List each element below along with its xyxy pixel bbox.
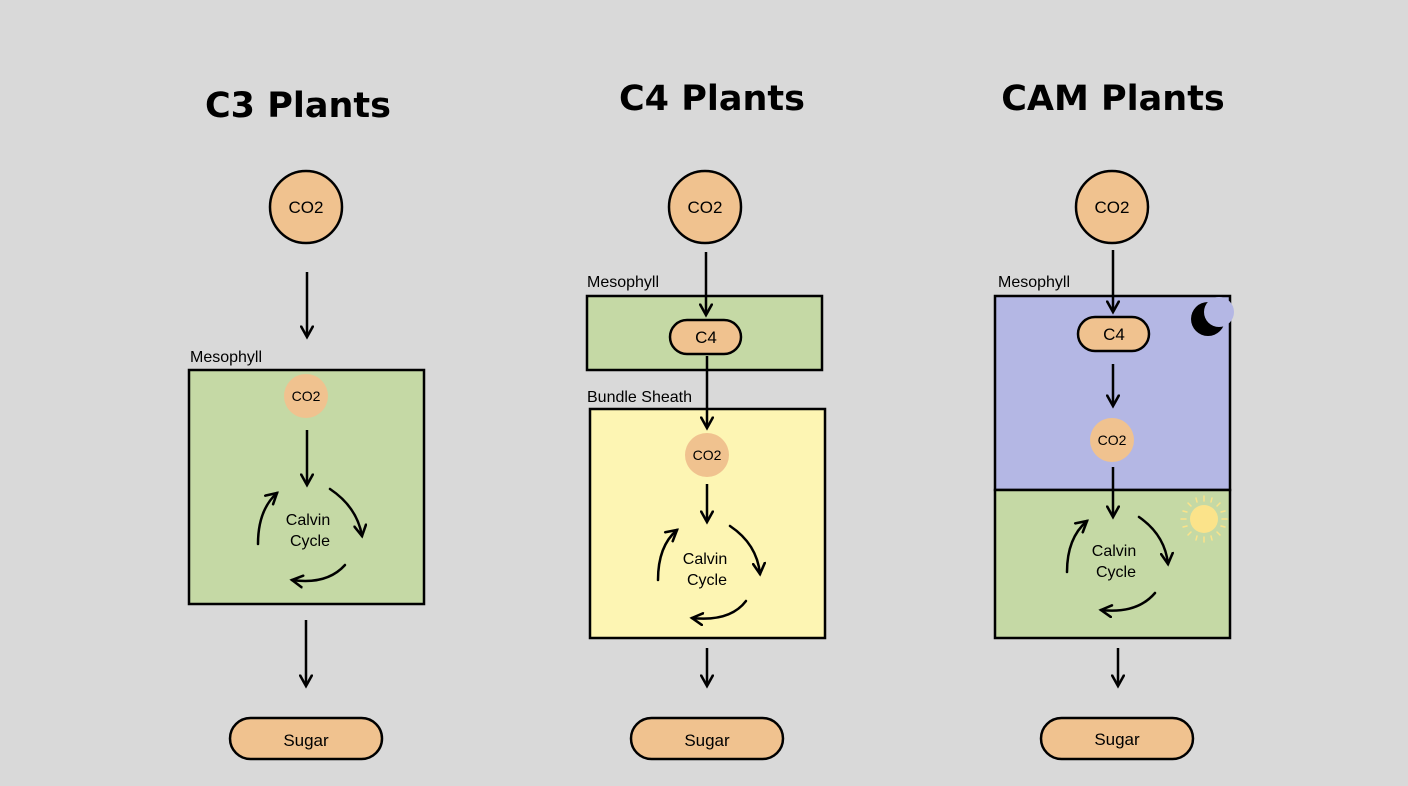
- cam-sugar-node: Sugar: [1039, 716, 1195, 761]
- c3-inner-co2-node: CO2: [284, 374, 328, 418]
- c4-cycle-arrow-right: [728, 524, 760, 574]
- c4-calvin-cycle: Calvin Cycle: [656, 524, 760, 619]
- c4-cycle-label-line1: Calvin: [683, 551, 727, 568]
- c4-inner-co2-label: CO2: [693, 447, 722, 463]
- cam-c4-label: C4: [1103, 325, 1125, 344]
- cam-cycle-label-line2: Cycle: [1096, 564, 1136, 581]
- c4-panel: C4 Plants CO2 Mesophyll C4 Bundle Sheath…: [585, 79, 827, 761]
- c3-calvin-cycle: Calvin Cycle: [256, 487, 362, 581]
- cam-cycle-arrow-left: [1065, 521, 1087, 574]
- moon-icon: [1191, 297, 1234, 336]
- cam-co2-label: CO2: [1095, 198, 1130, 217]
- c4-cycle-arrow-left: [656, 530, 677, 582]
- c3-sugar-node: Sugar: [228, 716, 384, 761]
- c3-co2-label: CO2: [289, 198, 324, 217]
- cam-inner-co2-label: CO2: [1098, 432, 1127, 448]
- cam-sugar-label: Sugar: [1094, 730, 1140, 749]
- c4-title: C4 Plants: [619, 79, 805, 119]
- cam-inner-co2-node: CO2: [1090, 418, 1134, 462]
- c4-sugar-label: Sugar: [684, 731, 730, 750]
- c4-co2-label: CO2: [688, 198, 723, 217]
- c3-inner-co2-label: CO2: [292, 388, 321, 404]
- c3-mesophyll-label: Mesophyll: [190, 349, 262, 366]
- c3-cycle-label-line2: Cycle: [290, 533, 330, 550]
- c4-cycle-arrow-bottom: [692, 599, 748, 619]
- c3-cycle-arrow-right: [328, 487, 362, 536]
- cam-mesophyll-label: Mesophyll: [998, 274, 1070, 291]
- sun-icon: [1180, 495, 1228, 543]
- c3-cycle-arrow-bottom: [292, 563, 347, 581]
- c3-panel: C3 Plants CO2 Mesophyll CO2 Calvin Cycle…: [187, 86, 426, 761]
- cam-calvin-cycle: Calvin Cycle: [1065, 515, 1168, 611]
- c4-bundle-sheath-label: Bundle Sheath: [587, 389, 692, 406]
- cam-cycle-arrow-bottom: [1101, 591, 1157, 611]
- c4-cycle-label-line2: Cycle: [687, 572, 727, 589]
- c3-cycle-arrow-left: [256, 493, 277, 546]
- cam-cycle-label-line1: Calvin: [1092, 543, 1136, 560]
- c4-inner-co2-node: CO2: [685, 433, 729, 477]
- c4-c4-label: C4: [695, 328, 717, 347]
- c3-title: C3 Plants: [205, 86, 391, 126]
- c4-mesophyll-label: Mesophyll: [587, 274, 659, 291]
- c3-co2-node: CO2: [268, 169, 344, 245]
- cam-title: CAM Plants: [1001, 79, 1225, 119]
- cam-c4-node: C4: [1076, 315, 1151, 353]
- cam-cycle-arrow-right: [1137, 515, 1168, 564]
- c4-sugar-node: Sugar: [629, 716, 785, 761]
- c4-c4-node: C4: [668, 318, 743, 356]
- cam-co2-node: CO2: [1074, 169, 1150, 245]
- cam-panel: CAM Plants CO2 Mesophyll: [993, 79, 1234, 761]
- c3-sugar-label: Sugar: [283, 731, 329, 750]
- c4-co2-node: CO2: [667, 169, 743, 245]
- c3-cycle-label-line1: Calvin: [286, 512, 330, 529]
